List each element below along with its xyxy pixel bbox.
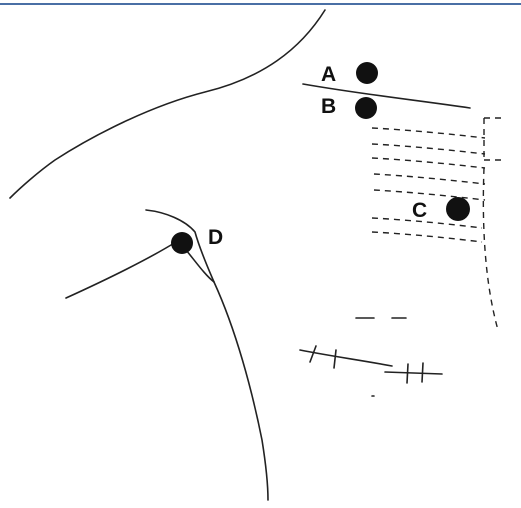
- rib-line-1: [372, 128, 485, 138]
- rib-line-5: [374, 190, 485, 200]
- rib-line-2: [372, 144, 485, 154]
- stitch-mark-1: [310, 346, 316, 362]
- label-b: B: [321, 95, 336, 118]
- marker-b: [355, 97, 377, 119]
- stitch-mark-4: [422, 363, 423, 382]
- rib-line-3: [372, 158, 485, 168]
- marker-c: [446, 197, 470, 221]
- stitch-mark-2: [334, 350, 336, 368]
- label-d: D: [208, 226, 223, 249]
- torso-side-contour: [214, 282, 268, 500]
- stitch-mark-3: [407, 364, 408, 383]
- label-c: C: [412, 199, 427, 222]
- sternum-edge: [483, 118, 502, 330]
- rib-line-7: [372, 232, 482, 242]
- neck-shoulder-contour: [10, 10, 325, 198]
- marker-a: [356, 62, 378, 84]
- incision-line-right: [385, 372, 442, 374]
- arm-lower-contour: [66, 242, 176, 298]
- marker-d: [171, 232, 193, 254]
- rib-line-4: [374, 174, 485, 184]
- label-a: A: [321, 63, 336, 86]
- axilla-fold: [186, 250, 214, 282]
